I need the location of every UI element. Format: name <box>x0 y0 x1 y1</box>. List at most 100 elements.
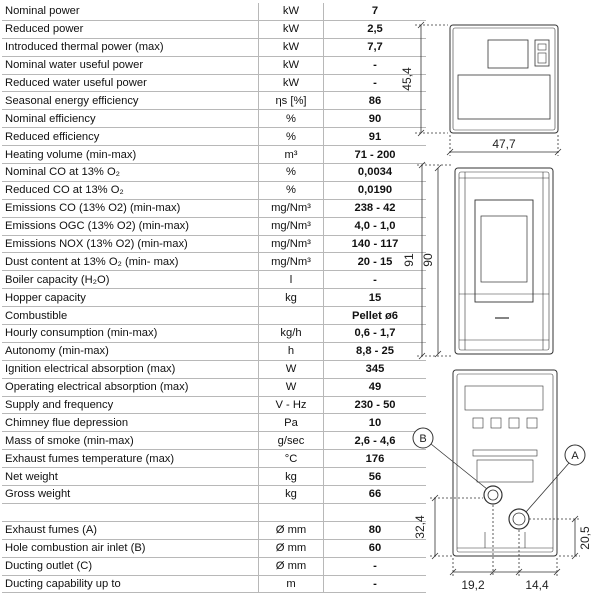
spec-label: Nominal efficiency <box>2 109 259 129</box>
spec-row: Reduced CO at 13% O₂%0,0190 <box>2 181 426 200</box>
spec-value: Pellet ø6 <box>323 306 426 326</box>
spec-unit: m <box>258 575 324 594</box>
spec-unit: mg/Nm³ <box>258 199 324 218</box>
spec-label: Exhaust fumes temperature (max) <box>2 449 259 469</box>
spec-label: Nominal CO at 13% O₂ <box>2 163 259 182</box>
spec-value: 7 <box>323 3 426 21</box>
spec-value: 2,5 <box>323 20 426 39</box>
spec-unit: Ø mm <box>258 557 324 576</box>
spec-label: Reduced efficiency <box>2 127 259 147</box>
spec-value: - <box>323 575 426 594</box>
spec-row <box>2 503 426 522</box>
spec-label: Emissions NOX (13% O2) (min-max) <box>2 235 259 254</box>
spec-value: 56 <box>323 467 426 487</box>
rear-view-dimensions <box>430 494 580 576</box>
spec-unit: V - Hz <box>258 396 324 415</box>
spec-value: 20 - 15 <box>323 252 426 272</box>
spec-unit: Ø mm <box>258 539 324 558</box>
spec-label: Supply and frequency <box>2 396 259 415</box>
spec-label: Hourly consumption (min-max) <box>2 324 259 343</box>
spec-unit: kg <box>258 288 324 308</box>
spec-value: - <box>323 270 426 290</box>
spec-label: Boiler capacity (H₂O) <box>2 270 259 290</box>
spec-unit: °C <box>258 449 324 469</box>
spec-label: Introduced thermal power (max) <box>2 38 259 57</box>
top-width-label: 47,7 <box>492 137 516 151</box>
front-view-drawing <box>454 167 554 355</box>
front-total-height-label: 91 <box>402 253 416 267</box>
spec-value: 15 <box>323 288 426 308</box>
spec-unit: mg/Nm³ <box>258 252 324 272</box>
spec-label: Chimney flue depression <box>2 413 259 433</box>
spec-label: Mass of smoke (min-max) <box>2 431 259 451</box>
spec-value: 91 <box>323 127 426 147</box>
spec-unit: l <box>258 270 324 290</box>
spec-unit: kW <box>258 20 324 39</box>
spec-label: Nominal water useful power <box>2 56 259 75</box>
spec-label: Seasonal energy efficiency <box>2 91 259 111</box>
spec-unit: kW <box>258 3 324 21</box>
spec-value: 140 - 117 <box>323 235 426 254</box>
spec-value: 60 <box>323 539 426 558</box>
spec-value <box>323 503 426 522</box>
rear-left-offset-label: 19,2 <box>461 578 485 592</box>
spec-value: 8,8 - 25 <box>323 342 426 361</box>
technical-drawings: 45,4 47,7 91 90 <box>400 21 592 592</box>
rear-right-offset-label: 14,4 <box>525 578 549 592</box>
spec-unit <box>258 503 324 522</box>
spec-value: 66 <box>323 485 426 504</box>
spec-unit: mg/Nm³ <box>258 217 324 236</box>
spec-unit: % <box>258 163 324 182</box>
spec-label: Exhaust fumes (A) <box>2 521 259 540</box>
spec-label: Hopper capacity <box>2 288 259 308</box>
spec-label: Heating volume (min-max) <box>2 145 259 165</box>
spec-label: Dust content at 13% O₂ (min- max) <box>2 252 259 272</box>
rear-view-drawing <box>452 369 558 557</box>
top-view-drawing <box>449 24 559 134</box>
spec-value: 230 - 50 <box>323 396 426 415</box>
spec-value: 0,0034 <box>323 163 426 182</box>
spec-row: Boiler capacity (H₂O)l- <box>2 270 426 290</box>
spec-unit: mg/Nm³ <box>258 235 324 254</box>
spec-unit: kg/h <box>258 324 324 343</box>
spec-unit: kg <box>258 485 324 504</box>
spec-unit: Pa <box>258 413 324 433</box>
spec-unit: ηs [%] <box>258 91 324 111</box>
spec-row: Nominal CO at 13% O₂%0,0034 <box>2 163 426 182</box>
top-depth-label: 45,4 <box>400 67 414 91</box>
spec-unit: W <box>258 360 324 379</box>
spec-label: Ducting outlet (C) <box>2 557 259 576</box>
callout-b: B <box>412 427 488 490</box>
spec-unit: W <box>258 378 324 397</box>
spec-value: 71 - 200 <box>323 145 426 165</box>
spec-label: Nominal power <box>2 3 259 21</box>
spec-row: Ducting outlet (C)Ø mm- <box>2 557 426 576</box>
spec-value: 80 <box>323 521 426 540</box>
spec-value: 0,0190 <box>323 181 426 200</box>
spec-label: Gross weight <box>2 485 259 504</box>
spec-label: Emissions OGC (13% O2) (min-max) <box>2 217 259 236</box>
spec-label: Net weight <box>2 467 259 487</box>
spec-unit: m³ <box>258 145 324 165</box>
spec-value: 49 <box>323 378 426 397</box>
spec-unit: % <box>258 109 324 129</box>
callout-a-label: A <box>571 450 579 462</box>
